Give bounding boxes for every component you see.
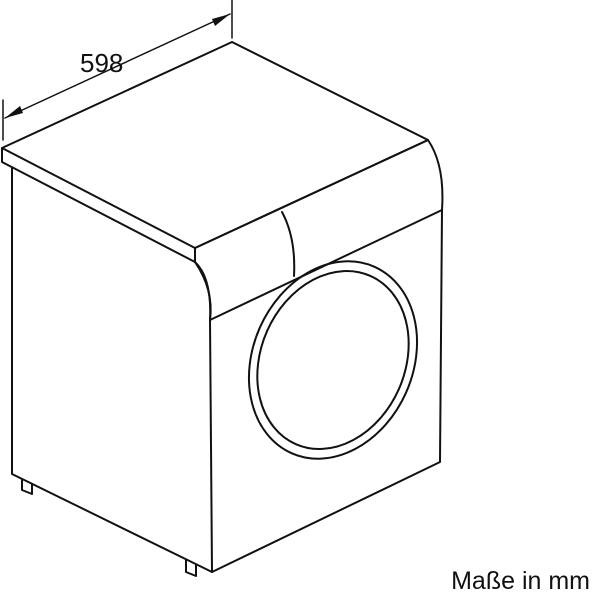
- control-panel-left-curve: [194, 261, 212, 321]
- foot-front: [185, 559, 197, 577]
- dimension-arrow-right: [212, 14, 230, 26]
- top-lid-surface: [1, 41, 429, 249]
- machine-top: [1, 41, 429, 263]
- door-inner-ring: [256, 269, 410, 451]
- units-caption: Maße in mm: [451, 567, 590, 595]
- door: [247, 260, 419, 460]
- foot-left: [21, 479, 33, 495]
- body-front-panel: [209, 209, 443, 573]
- door-outer-ring: [247, 260, 419, 460]
- dimension-line: [4, 13, 231, 119]
- machine-feet: [21, 479, 197, 577]
- width-dimension: 598: [2, 0, 233, 141]
- width-dimension-label: 598: [80, 48, 123, 78]
- machine-body: [11, 167, 443, 573]
- control-panel-outline: [194, 139, 444, 321]
- control-panel-divider: [281, 211, 296, 277]
- dimension-arrow-left: [5, 106, 23, 118]
- top-lid-front-edge: [1, 147, 196, 263]
- body-left-side: [11, 167, 213, 573]
- control-panel: [194, 139, 444, 321]
